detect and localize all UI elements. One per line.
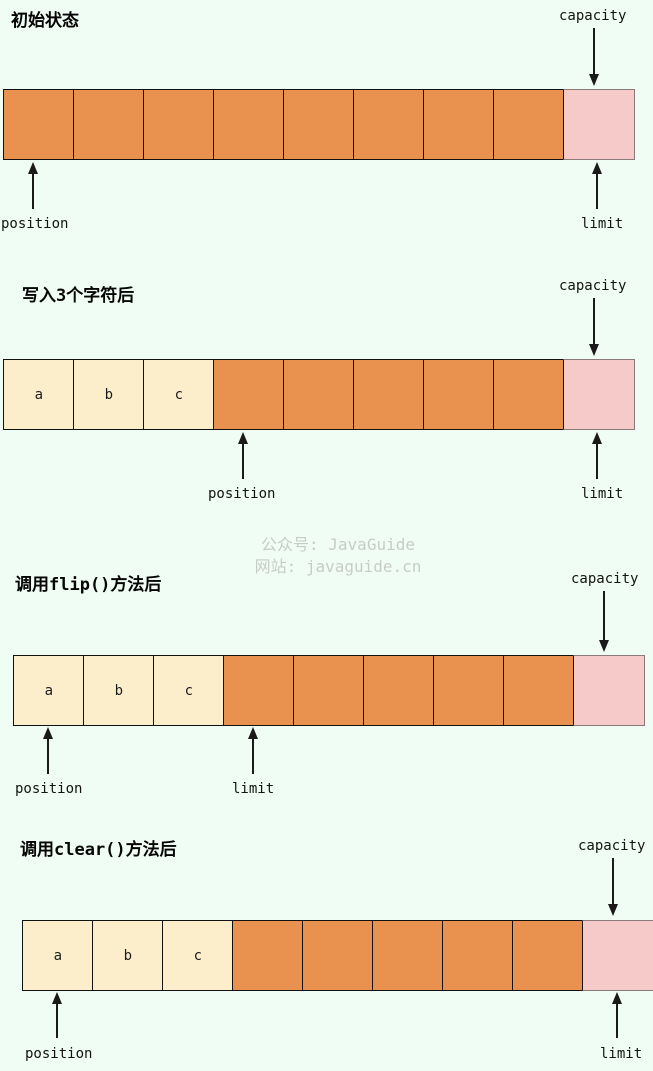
position-label: position [25,1046,93,1062]
buffer-cell [283,359,355,430]
position-arrow-icon [51,992,63,1038]
section-title: 调用flip()方法后 [15,575,162,595]
limit-label: limit [581,216,624,232]
position-label: position [1,216,69,232]
buffer-cell [423,359,495,430]
limit-label: limit [600,1046,643,1062]
limit-arrow-icon [591,162,603,209]
buffer-cell [563,89,635,160]
capacity-arrow-icon [598,591,610,652]
buffer-cell [503,655,575,726]
section-title: 写入3个字符后 [22,286,135,306]
watermark-line2: 网站: javaguide.cn [254,557,422,576]
buffer-cell: b [92,920,164,991]
buffer-cell [223,655,295,726]
capacity-arrow-icon [607,858,619,916]
buffer-cell [582,920,653,991]
buffer-bar: a b c [13,655,645,726]
buffer-cell [442,920,514,991]
buffer-cell: b [83,655,155,726]
buffer-cell [213,359,285,430]
buffer-cell [293,655,365,726]
buffer-cell [493,359,565,430]
position-label: position [208,486,276,502]
buffer-bar: a b c [22,920,653,991]
buffer-cell: c [162,920,234,991]
buffer-bar: a b c [3,359,635,430]
position-label: position [15,781,83,797]
capacity-label: capacity [559,8,627,24]
buffer-cell [372,920,444,991]
buffer-cell: a [13,655,85,726]
buffer-cell [353,359,425,430]
buffer-bar [3,89,635,160]
buffer-cell: c [143,359,215,430]
buffer-cell [232,920,304,991]
limit-arrow-icon [247,727,259,774]
buffer-cell [73,89,145,160]
limit-label: limit [581,486,624,502]
buffer-cell: a [22,920,94,991]
buffer-cell [3,89,75,160]
buffer-cell: c [153,655,225,726]
buffer-cell [423,89,495,160]
buffer-cell [433,655,505,726]
capacity-label: capacity [578,838,646,854]
buffer-cell [143,89,215,160]
position-arrow-icon [237,432,249,479]
limit-arrow-icon [611,992,623,1038]
buffer-cell [283,89,355,160]
buffer-cell [563,359,635,430]
section-title: 调用clear()方法后 [20,840,177,860]
buffer-cell [363,655,435,726]
limit-arrow-icon [591,432,603,479]
buffer-cell [512,920,584,991]
limit-label: limit [232,781,275,797]
capacity-label: capacity [571,571,639,587]
watermark-line1: 公众号: JavaGuide [261,535,415,554]
capacity-label: capacity [559,278,627,294]
buffer-cell [213,89,285,160]
buffer-cell: a [3,359,75,430]
buffer-cell [573,655,645,726]
position-arrow-icon [27,162,39,209]
buffer-cell [353,89,425,160]
buffer-cell: b [73,359,145,430]
capacity-arrow-icon [588,28,600,86]
buffer-cell [493,89,565,160]
position-arrow-icon [42,727,54,774]
buffer-cell [302,920,374,991]
capacity-arrow-icon [588,298,600,356]
section-title: 初始状态 [11,11,79,31]
watermark: 公众号: JavaGuide 网站: javaguide.cn [238,534,438,578]
